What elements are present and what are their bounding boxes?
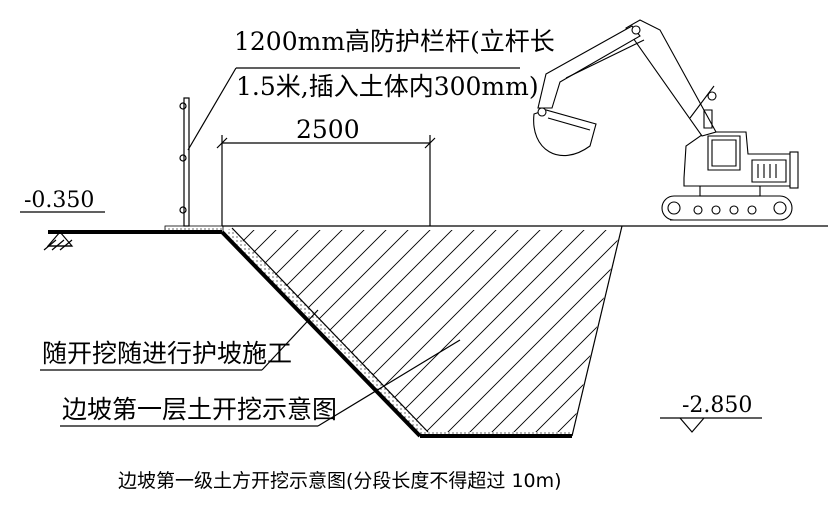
level-bottom-label: -2.850 (682, 393, 752, 418)
dimension-2500 (216, 135, 436, 226)
railing-leader (187, 67, 237, 151)
note-slope-protection: 随开挖随进行护坡施工 (42, 339, 292, 368)
note-first-layer: 边坡第一层土开挖示意图 (62, 395, 337, 424)
excavation-pit (232, 230, 620, 436)
excavator-icon (533, 19, 799, 221)
guardrail-icon (179, 97, 190, 227)
railing-label-line2: 1.5米,插入土体内300mm) (236, 72, 539, 101)
railing-base-slab (164, 225, 224, 233)
slope-mortar-strip (222, 228, 428, 436)
elevation-marker-icon (660, 417, 762, 433)
elevation-marker-icon (20, 211, 105, 251)
railing-label-line1: 1200mm高防护栏杆(立杆长 (234, 27, 555, 56)
level-top-label: -0.350 (24, 188, 94, 213)
note-layer-leader-diag (317, 339, 461, 427)
note-slope-leader-diag (261, 309, 319, 371)
dimension-label: 2500 (296, 115, 360, 144)
diagram-caption: 边坡第一级土方开挖示意图(分段长度不得超过 10m) (118, 470, 562, 492)
